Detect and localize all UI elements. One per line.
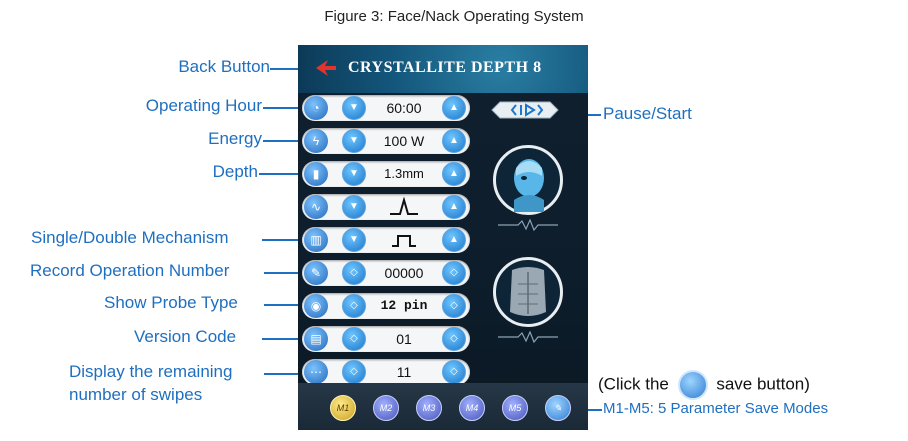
option-button[interactable]: ◇ (342, 327, 366, 351)
row-remaining-swipes: ⋯ ◇ 11 ◇ (302, 359, 470, 385)
save-button[interactable]: ✎ (545, 395, 571, 421)
row-operating-hour: ◔ ▼ 60:00 ▲ (302, 95, 470, 121)
save-note: (Click the save button) (598, 370, 810, 400)
row-mechanism: ▥ ▼ ▲ (302, 227, 470, 253)
face-area-button[interactable] (493, 145, 563, 215)
decrease-button[interactable]: ▼ (342, 228, 366, 252)
option-button[interactable]: ◇ (342, 294, 366, 318)
callout-single-double: Single/Double Mechanism (31, 228, 229, 247)
callout-back-button: Back Button (178, 57, 270, 76)
probe-icon: ◉ (304, 294, 328, 318)
reset-button[interactable]: ◇ (342, 261, 366, 285)
depth-gauge-icon: ▮ (304, 162, 328, 186)
save-note-suffix: save button) (716, 374, 810, 394)
callout-line-remaining (264, 373, 303, 375)
record-number-value: 00000 (384, 265, 424, 281)
mode-m4-button[interactable]: M4 (459, 395, 485, 421)
callout-line-record (264, 272, 303, 274)
figure-caption: Figure 3: Face/Nack Operating System (324, 8, 584, 25)
row-probe-type: ◉ ◇ 12 pin ◇ (302, 293, 470, 319)
increase-button[interactable]: ▲ (442, 228, 466, 252)
mode-m3-button[interactable]: M3 (416, 395, 442, 421)
save-icon (677, 370, 708, 400)
decrease-button[interactable]: ▼ (342, 96, 366, 120)
row-depth: ▮ ▼ 1.3mm ▲ (302, 161, 470, 187)
callout-probe-type: Show Probe Type (104, 293, 238, 312)
remaining-swipes-value: 11 (396, 364, 412, 380)
callout-remaining-line1: Display the remaining (69, 362, 233, 381)
callout-line-back (270, 68, 308, 70)
decrease-button[interactable]: ▼ (342, 162, 366, 186)
swipe-counter-icon: ⋯ (304, 360, 328, 384)
heartbeat-wave-icon (498, 331, 558, 343)
increase-button[interactable]: ▲ (442, 129, 466, 153)
operating-hour-value: 60:00 (386, 100, 422, 116)
increase-button[interactable]: ▲ (442, 162, 466, 186)
pause-start-button[interactable] (490, 101, 560, 119)
row-version: ▤ ◇ 01 ◇ (302, 326, 470, 352)
row-pulse-shape: ∿ ▼ ▲ (302, 194, 470, 220)
barcode-icon: ▤ (304, 327, 328, 351)
decrease-button[interactable]: ▼ (342, 195, 366, 219)
callout-line-energy (263, 140, 303, 142)
increase-button[interactable]: ▲ (442, 195, 466, 219)
mode-m2-button[interactable]: M2 (373, 395, 399, 421)
face-icon (514, 159, 544, 212)
body-area-button[interactable] (493, 257, 563, 327)
depth-value: 1.3mm (384, 166, 424, 181)
probe-type-value: 12 pin (380, 298, 428, 313)
syringe-icon: ✎ (304, 261, 328, 285)
callout-record-operation: Record Operation Number (30, 261, 230, 280)
clock-icon: ◔ (304, 96, 328, 120)
callout-line-probe (264, 304, 303, 306)
energy-value: 100 W (383, 133, 425, 149)
row-record-number: ✎ ◇ 00000 ◇ (302, 260, 470, 286)
screen-header: CRYSTALLITE DEPTH 8 (298, 45, 588, 93)
callout-pause-start: Pause/Start (603, 104, 692, 123)
screen-title: CRYSTALLITE DEPTH 8 (348, 59, 542, 76)
lightning-icon: ϟ (304, 129, 328, 153)
option-button[interactable]: ◇ (342, 360, 366, 384)
callout-operating-hour: Operating Hour (145, 96, 262, 115)
callout-line-single-double (262, 239, 303, 241)
increase-button[interactable]: ▲ (442, 96, 466, 120)
pulse-icon: ∿ (304, 195, 328, 219)
body-torso-icon (510, 267, 546, 316)
callout-save-modes: M1-M5: 5 Parameter Save Modes (603, 400, 829, 417)
callout-line-operating-hour (263, 107, 303, 109)
reset-button[interactable]: ◇ (442, 261, 466, 285)
square-pulse-wave-icon (392, 235, 416, 247)
callout-energy: Energy (208, 129, 262, 148)
single-pulse-wave-icon (390, 197, 418, 215)
mode-m1-button[interactable]: M1 (330, 395, 356, 421)
option-button[interactable]: ◇ (442, 294, 466, 318)
back-arrow-icon[interactable] (314, 58, 338, 78)
callout-version-code: Version Code (134, 327, 237, 346)
save-note-prefix: (Click the (598, 374, 669, 394)
callout-depth: Depth (212, 162, 258, 181)
mode-bar: M1 M2 M3 M4 M5 ✎ (298, 383, 588, 430)
device-screen: CRYSTALLITE DEPTH 8 ◔ ▼ 60:00 ▲ ϟ ▼ 100 … (298, 45, 588, 430)
heartbeat-wave-icon (498, 219, 558, 231)
decrease-button[interactable]: ▼ (342, 129, 366, 153)
row-energy: ϟ ▼ 100 W ▲ (302, 128, 470, 154)
version-value: 01 (396, 331, 412, 347)
callout-line-depth (259, 173, 303, 175)
callout-remaining-line2: number of swipes (69, 385, 203, 404)
option-button[interactable]: ◇ (442, 327, 466, 351)
callout-line-version (262, 338, 303, 340)
bars-icon: ▥ (304, 228, 328, 252)
option-button[interactable]: ◇ (442, 360, 466, 384)
mode-m5-button[interactable]: M5 (502, 395, 528, 421)
